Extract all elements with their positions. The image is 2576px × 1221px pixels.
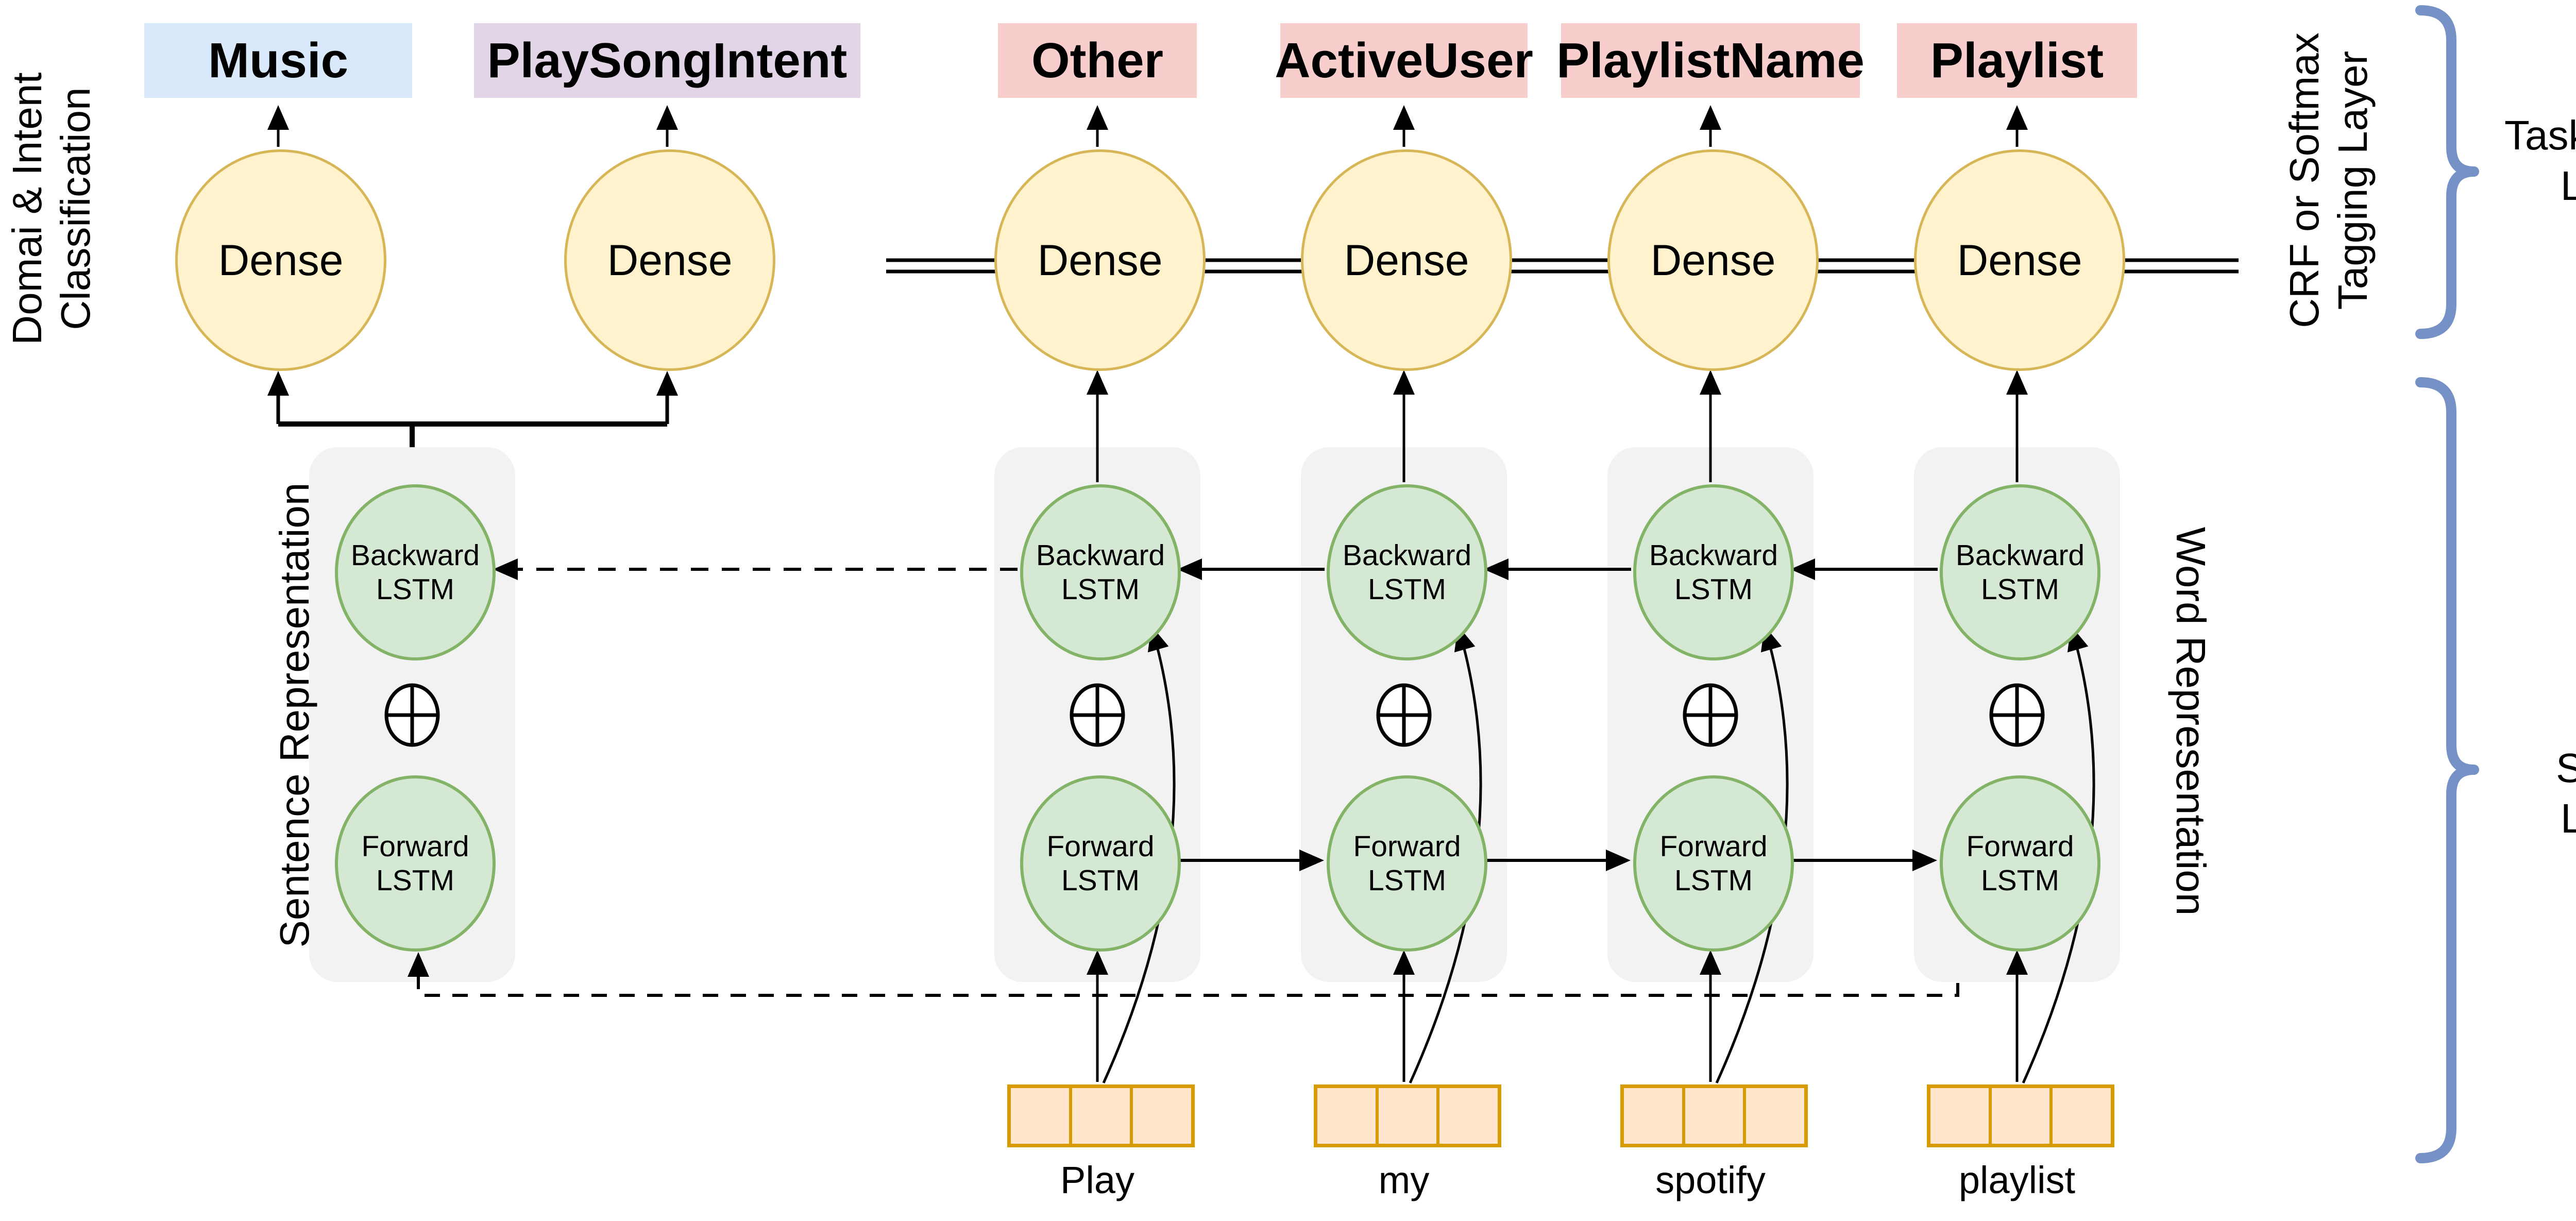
concat-operators <box>384 683 2045 747</box>
dense-label: Dense <box>1037 235 1163 284</box>
lstm-label-line1: Backward <box>1955 539 2085 572</box>
dense-node-4: Dense <box>1914 149 2125 371</box>
slot-label-box-2: ActiveUser <box>1275 23 1533 98</box>
lstm-label-line1: Forward <box>1353 830 1461 863</box>
slot-label: Other <box>1031 32 1164 88</box>
slot-label: ActiveUser <box>1275 32 1533 88</box>
dense-label: Dense <box>1650 235 1776 284</box>
embedding-box-3 <box>1620 1084 1808 1147</box>
embedding-to-forward-arrows <box>1087 950 2028 1082</box>
lstm-label-line2: LSTM <box>1674 864 1753 897</box>
sentence-backward-lstm: Backward LSTM <box>335 484 496 660</box>
slot-label: PlaylistName <box>1556 32 1865 88</box>
intent-label-box: PlaySongIntent <box>474 23 860 98</box>
lstm-label-line2: LSTM <box>1061 864 1140 897</box>
dashed-forward-state-arrow <box>408 952 1959 997</box>
lstm-label-line2: LSTM <box>1061 573 1140 606</box>
sentence-merge-connector <box>267 371 678 447</box>
embedding-cell <box>2053 1088 2111 1144</box>
dense-node-domain: Dense <box>175 149 386 371</box>
label-line1: CRF or Softmax <box>2281 32 2327 328</box>
lstm-label-line1: Backward <box>350 539 480 572</box>
lstm-label-line1: Forward <box>1966 830 2074 863</box>
label-line2: Classification <box>53 87 98 330</box>
embedding-cell <box>1930 1088 1992 1144</box>
lstm-label-line2: LSTM <box>1980 864 2060 897</box>
shared-layers-brace <box>2415 377 2479 1163</box>
embedding-cell <box>1439 1088 1498 1144</box>
intent-label: PlaySongIntent <box>487 32 848 88</box>
embedding-cell <box>1685 1088 1747 1144</box>
lstm-label-line2: LSTM <box>1674 573 1753 606</box>
dense-label: Dense <box>607 235 733 284</box>
dense-node-2: Dense <box>1301 149 1512 371</box>
task-specific-brace <box>2415 5 2479 339</box>
label-line1: Task-specific <box>2504 112 2576 158</box>
label-line1: Domai & Intent <box>4 72 50 345</box>
lstm-label-line1: Backward <box>1036 539 1165 572</box>
lstm-label-line2: LSTM <box>376 573 455 606</box>
dense-node-3: Dense <box>1607 149 1819 371</box>
dense-label: Dense <box>218 235 344 284</box>
dense-node-1: Dense <box>994 149 1206 371</box>
lstm-label-line1: Forward <box>1046 830 1155 863</box>
embedding-cell <box>1317 1088 1379 1144</box>
slot-label-box-1: Other <box>998 23 1197 98</box>
input-word-1: Play <box>1060 1159 1134 1201</box>
embedding-cell <box>1992 1088 2053 1144</box>
embedding-cell <box>1379 1088 1440 1144</box>
lstm-label-line1: Backward <box>1342 539 1472 572</box>
domain-label: Music <box>208 32 349 88</box>
lstm-label-line2: LSTM <box>376 864 455 897</box>
embedding-box-2 <box>1314 1084 1501 1147</box>
slot-label: Playlist <box>1930 32 2104 88</box>
backward-to-dense-arrows <box>1087 370 2028 482</box>
embedding-cell <box>1011 1088 1072 1144</box>
sentence-forward-lstm: Forward LSTM <box>335 775 496 952</box>
dense-label: Dense <box>1957 235 2082 284</box>
slot-label-box-3: PlaylistName <box>1556 23 1865 98</box>
domain-label-box: Music <box>144 23 412 98</box>
embedding-box-4 <box>1927 1084 2114 1147</box>
dense-node-intent: Dense <box>564 149 775 371</box>
label-line2: Layers <box>2560 795 2576 841</box>
embedding-cell <box>1072 1088 1133 1144</box>
lstm-label-line1: Forward <box>1659 830 1768 863</box>
slot-label-box-4: Playlist <box>1897 23 2137 98</box>
input-word-2: my <box>1378 1159 1430 1201</box>
label-line2: Tagging Layer <box>2330 50 2376 310</box>
lstm-label-line2: LSTM <box>1367 864 1447 897</box>
embedding-cell <box>1133 1088 1191 1144</box>
lstm-label-line1: Backward <box>1649 539 1778 572</box>
dense-to-label-arrows <box>267 105 2028 147</box>
lstm-label-line2: LSTM <box>1980 573 2060 606</box>
label-line1: Shared <box>2556 745 2576 791</box>
lstm-label-line2: LSTM <box>1367 573 1447 606</box>
lstm-label-line1: Forward <box>361 830 469 863</box>
embedding-box-1 <box>1007 1084 1195 1147</box>
input-word-3: spotify <box>1655 1159 1766 1201</box>
input-word-4: playlist <box>1958 1159 2076 1201</box>
dense-label: Dense <box>1344 235 1469 284</box>
embedding-cell <box>1624 1088 1685 1144</box>
label-line2: Layers <box>2560 163 2576 209</box>
embedding-cell <box>1746 1088 1804 1144</box>
